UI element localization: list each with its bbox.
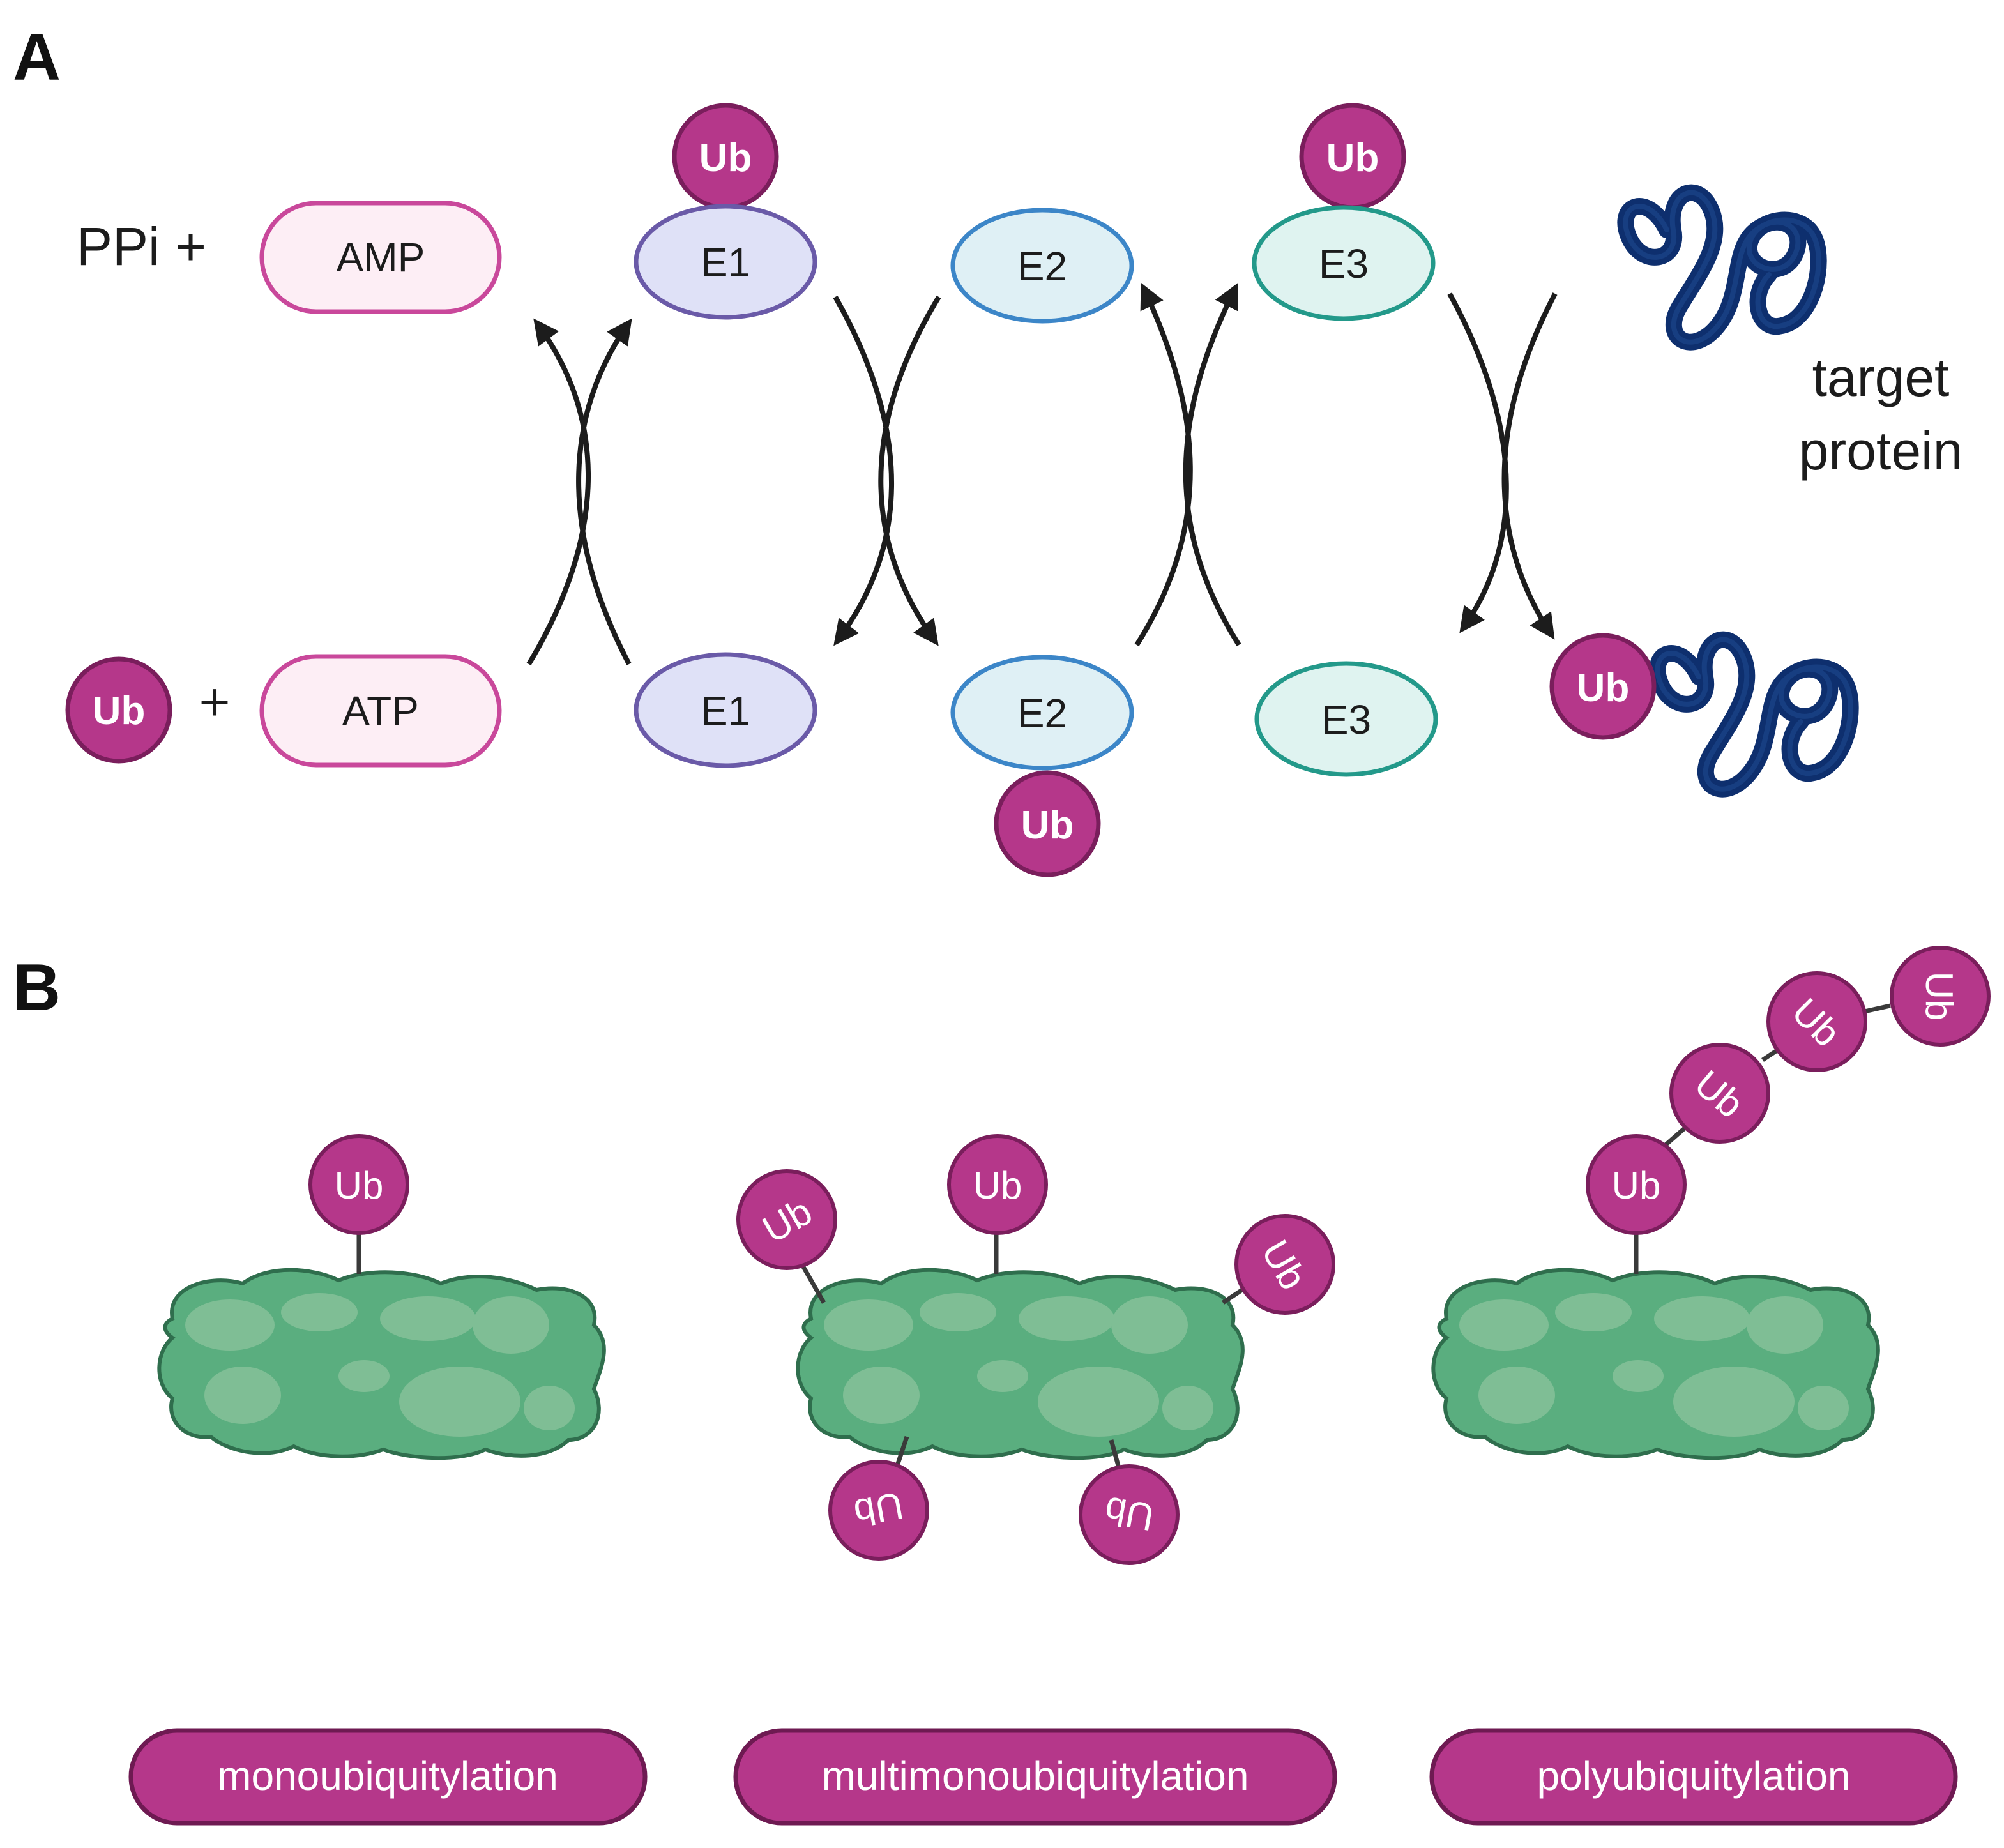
multi-ub-bottom-right-label: Ub	[1102, 1488, 1157, 1539]
ub-free: Ub	[65, 656, 172, 764]
arrow-e2-to-e2ub	[878, 295, 941, 646]
multi-ub-bottom-left: Ub	[828, 1460, 929, 1561]
poly-protein: Ub Ub Ub Ub	[1433, 946, 1991, 1458]
poly-ub-4-label: Ub	[1918, 972, 1961, 1021]
arrow-e1ub-to-e1	[833, 296, 894, 646]
target-protein-icon	[1625, 193, 1818, 342]
poly-ub-1-label: Ub	[1612, 1164, 1661, 1207]
amp-box: AMP	[259, 201, 502, 314]
ub-free-label: Ub	[93, 689, 146, 733]
multi-ub-bottom-right: Ub	[1079, 1464, 1180, 1565]
ub-target-protein-icon	[1657, 640, 1850, 789]
poly-ub-4: Ub	[1890, 946, 1991, 1047]
arrow-target-to-ubtarget	[1501, 292, 1558, 640]
atp-box: ATP	[259, 654, 502, 768]
plus-sign: +	[199, 672, 230, 732]
ppi-text: PPi +	[77, 216, 206, 276]
arrow-e3ub-to-e3	[1447, 292, 1509, 633]
mono-ub-label: Ub	[335, 1164, 384, 1207]
e2-ub-bottom: E2 Ub	[950, 655, 1134, 877]
ub-target-protein: Ub	[1549, 635, 1851, 789]
e3-top-label: E3	[1319, 241, 1369, 287]
multi-ub-left: Ub	[736, 1169, 837, 1270]
e1-bottom-label: E1	[701, 688, 750, 734]
e1-bottom: E1	[634, 652, 817, 768]
arrow-e3-to-e3ub	[1183, 282, 1241, 647]
e2-top: E2	[950, 208, 1134, 324]
poly-ub-2: Ub	[1669, 1043, 1770, 1144]
label-poly-text: polyubiquitylation	[1537, 1753, 1851, 1799]
e3-bottom: E3	[1254, 661, 1438, 777]
e2-bottom-label: E2	[1017, 690, 1067, 736]
poly-ub-3: Ub	[1766, 971, 1867, 1072]
multi-ub-top-label: Ub	[973, 1164, 1022, 1207]
mono-ub: Ub	[308, 1134, 409, 1235]
target-label-line1: target	[1812, 347, 1950, 407]
panel-label-a: A	[13, 20, 61, 95]
mono-protein: Ub	[159, 1134, 604, 1458]
multi-ub-top: Ub	[947, 1134, 1048, 1235]
reaction-arrows	[526, 282, 1558, 666]
amp-label: AMP	[337, 234, 425, 280]
label-multi: multimonoubiquitylation	[733, 1728, 1337, 1826]
atp-label: ATP	[342, 688, 419, 734]
multi-ub-bottom-left-label: Ub	[851, 1484, 906, 1534]
multi-protein: Ub Ub Ub Ub Ub	[736, 1134, 1335, 1565]
e2-top-label: E2	[1017, 243, 1067, 289]
arrow-e2ub-to-e2	[1134, 282, 1193, 647]
poly-ub-1: Ub	[1586, 1134, 1687, 1235]
e1-ub-top: Ub E1	[634, 103, 817, 320]
ub-target-label: Ub	[1577, 666, 1630, 710]
e1-ub-label: Ub	[699, 136, 752, 180]
arrow-atp-to-amp	[526, 318, 591, 666]
target-label-line2: protein	[1799, 421, 1963, 481]
e3-ub-label: Ub	[1326, 136, 1379, 180]
e1-top-label: E1	[701, 239, 750, 285]
label-mono-text: monoubiquitylation	[217, 1753, 558, 1799]
label-mono: monoubiquitylation	[128, 1728, 648, 1826]
panel-label-b: B	[13, 951, 61, 1025]
arrow-e1-to-e1ub	[576, 318, 632, 665]
multi-ub-right: Ub	[1234, 1214, 1335, 1315]
e2-ub-label: Ub	[1021, 803, 1074, 847]
label-multi-text: multimonoubiquitylation	[822, 1753, 1249, 1799]
label-poly: polyubiquitylation	[1429, 1728, 1958, 1826]
e3-ub-top: Ub E3	[1252, 103, 1436, 321]
e3-bottom-label: E3	[1321, 697, 1371, 743]
